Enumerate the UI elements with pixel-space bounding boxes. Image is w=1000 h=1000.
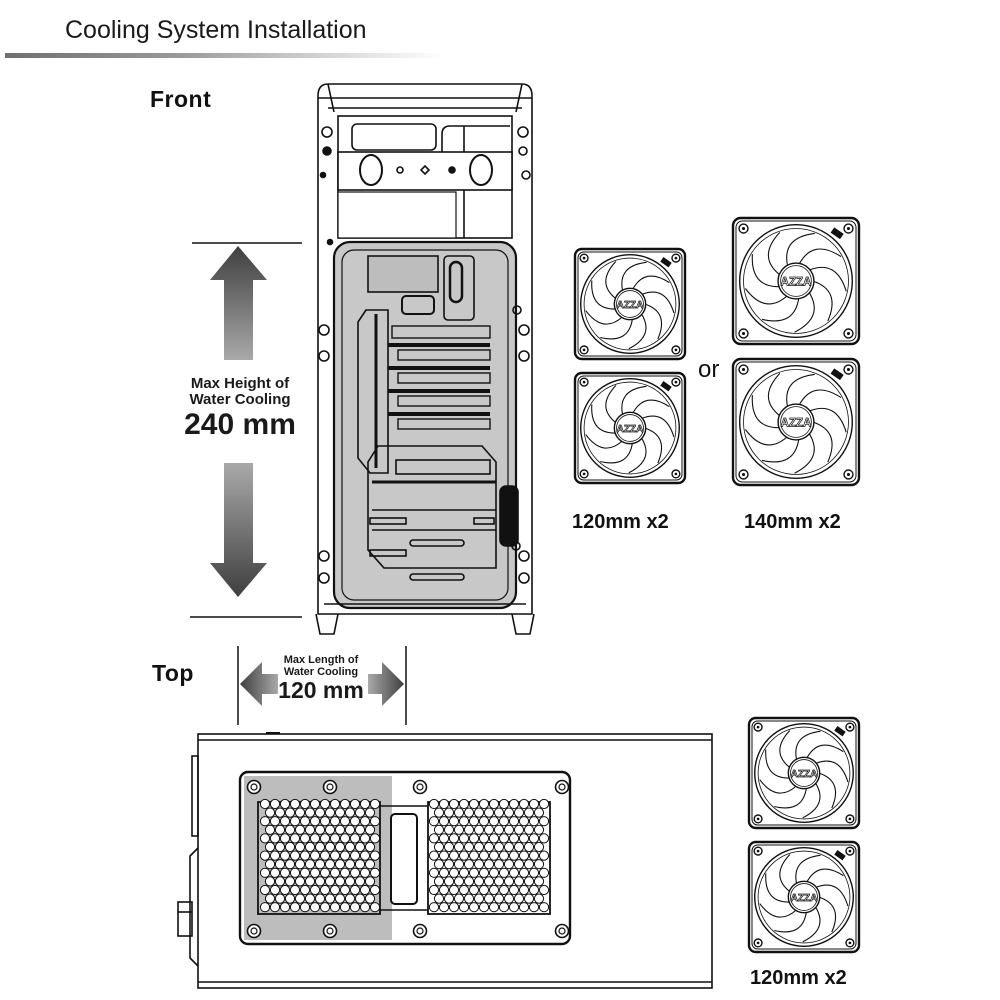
length-dimension-line1: Max Length of	[283, 654, 359, 666]
top-section-label: Top	[152, 660, 194, 686]
screw-icon	[246, 923, 262, 939]
arrow-down-icon	[210, 463, 267, 597]
screw-icon	[322, 779, 338, 795]
top-fan-caption-120: 120mm x2	[750, 967, 847, 989]
fan-option-separator: or	[698, 356, 720, 383]
arrow-right-icon	[368, 662, 404, 706]
length-dimension-value: 120 mm	[278, 677, 364, 704]
arrow-left-icon	[240, 662, 278, 706]
top-honeycomb-mesh	[259, 798, 550, 913]
height-dimension-line1: Max Height of	[190, 375, 290, 392]
front-fan-caption-120: 120mm x2	[572, 511, 669, 533]
case-front-view	[315, 83, 535, 635]
screw-icon	[554, 779, 570, 795]
screw-icon	[246, 779, 262, 795]
title-underline-divider	[5, 53, 445, 58]
height-dimension-label: Max Height of Water Cooling 240 mm	[160, 376, 320, 440]
height-dimension-line2: Water Cooling	[189, 390, 291, 408]
front-fan-caption-140: 140mm x2	[744, 511, 841, 533]
case-top-view	[177, 732, 713, 989]
screw-icon	[412, 923, 428, 939]
length-dimension-label: Max Length of Water Cooling 120 mm	[266, 654, 376, 704]
screw-icon	[322, 923, 338, 939]
screw-icon	[554, 923, 570, 939]
length-dimension-line2: Water Cooling	[283, 665, 359, 678]
screw-icon	[412, 779, 428, 795]
height-dimension-value: 240 mm	[184, 407, 296, 441]
arrow-up-icon	[210, 246, 267, 360]
front-section-label: Front	[150, 86, 212, 112]
top-mounting-screws	[246, 779, 570, 939]
page-title: Cooling System Installation	[65, 16, 367, 44]
